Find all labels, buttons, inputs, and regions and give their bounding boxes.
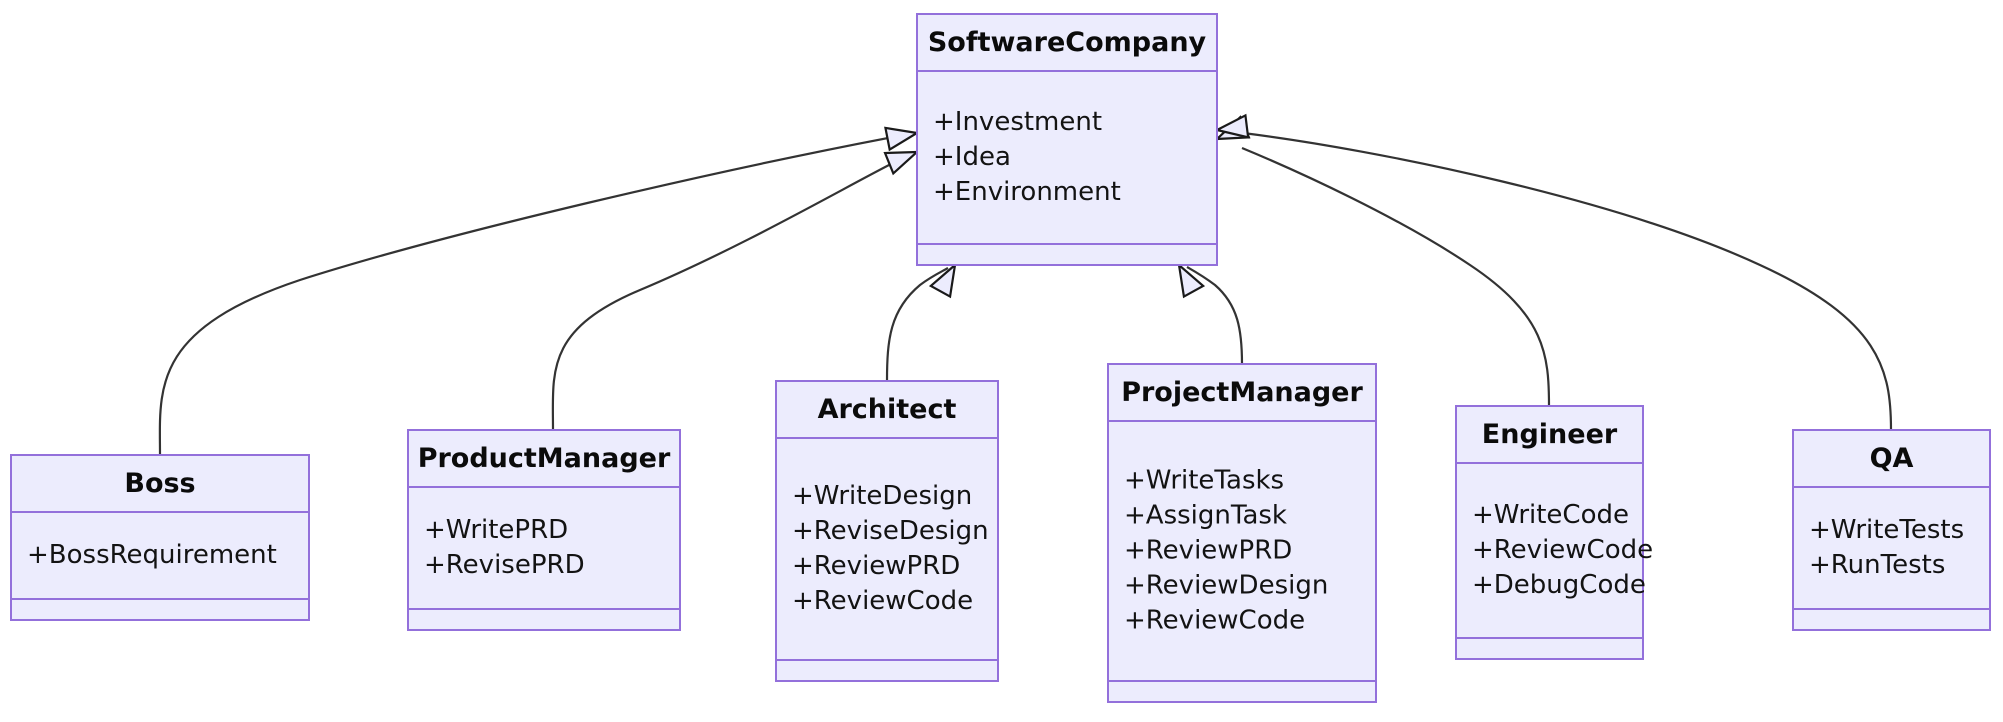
class-attribute: +ReviewCode — [792, 586, 973, 616]
inheritance-edge-projectmanager — [1177, 262, 1244, 365]
class-attribute: +ReviewPRD — [1124, 536, 1292, 566]
edge-line — [1242, 131, 1893, 431]
inheritance-edge-productmanager — [551, 150, 920, 431]
class-name-label: Boss — [124, 468, 195, 499]
class-attribute: +RevisePRD — [424, 550, 585, 580]
class-box-boss[interactable]: Boss +BossRequirement — [10, 454, 310, 621]
class-name-label: Architect — [818, 394, 957, 425]
class-attribute: +ReviewCode — [1124, 606, 1305, 636]
edge-line — [158, 135, 894, 456]
class-attribute: +BossRequirement — [27, 540, 277, 570]
edge-line — [551, 162, 894, 431]
class-box-outline — [1792, 429, 1991, 631]
class-attribute: +WriteTests — [1809, 515, 1964, 545]
class-box-outline — [407, 429, 681, 631]
class-attribute: +WritePRD — [424, 515, 568, 545]
class-attribute: +AssignTask — [1124, 501, 1287, 531]
inheritance-arrowhead-icon — [883, 150, 920, 176]
edge-line — [1241, 146, 1551, 407]
class-attribute: +ReviewPRD — [792, 551, 960, 581]
class-box-softwarecompany[interactable]: SoftwareCompany +Investment +Idea +Environm… — [916, 13, 1218, 266]
edge-line — [1186, 266, 1244, 365]
class-box-engineer[interactable]: Engineer +WriteCode +ReviewCode +DebugCode — [1455, 405, 1653, 660]
class-box-outline — [775, 380, 999, 682]
class-box-outline — [10, 454, 310, 621]
relationship-edges-layer — [158, 113, 1893, 456]
class-box-productmanager[interactable]: ProductManager +WritePRD +RevisePRD — [407, 429, 681, 631]
class-name-label: QA — [1870, 443, 1914, 474]
class-name-label: ProjectManager — [1121, 377, 1363, 408]
class-attribute: +Idea — [933, 142, 1011, 172]
class-name-label: Engineer — [1482, 419, 1618, 450]
class-attribute: +ReviewCode — [1472, 535, 1653, 565]
class-box-outline — [1455, 405, 1644, 660]
class-attribute: +WriteTasks — [1124, 466, 1284, 496]
class-attribute: +Environment — [933, 177, 1121, 207]
class-box-qa[interactable]: QA +WriteTests +RunTests — [1792, 429, 1991, 631]
class-box-outline — [916, 13, 1218, 266]
inheritance-edge-architect — [885, 262, 957, 382]
inheritance-arrowhead-icon — [928, 262, 957, 299]
edge-line — [885, 267, 949, 382]
inheritance-arrowhead-icon — [1213, 113, 1250, 139]
class-attribute: +WriteCode — [1472, 500, 1629, 530]
class-attribute: +Investment — [933, 107, 1102, 137]
class-attribute: +ReviseDesign — [792, 516, 989, 546]
class-attribute: +RunTests — [1809, 550, 1945, 580]
inheritance-edge-engineer — [1214, 115, 1551, 407]
inheritance-edge-qa — [1213, 113, 1893, 431]
inheritance-arrowhead-icon — [1177, 262, 1206, 299]
class-box-outline — [1107, 363, 1377, 703]
class-name-label: SoftwareCompany — [928, 27, 1207, 58]
inheritance-edge-boss — [158, 126, 921, 456]
class-box-architect[interactable]: Architect +WriteDesign +ReviseDesign +Revie… — [775, 380, 999, 682]
class-attribute: +WriteDesign — [792, 481, 972, 511]
inheritance-arrowhead-icon — [884, 126, 921, 152]
class-box-projectmanager[interactable]: ProjectManager +WriteTasks +AssignTask +Rev… — [1107, 363, 1377, 703]
class-attribute: +ReviewDesign — [1124, 571, 1328, 601]
class-attribute: +DebugCode — [1472, 570, 1646, 600]
class-name-label: ProductManager — [418, 443, 671, 474]
class-boxes-layer: SoftwareCompany +Investment +Idea +Environm… — [10, 13, 1991, 703]
